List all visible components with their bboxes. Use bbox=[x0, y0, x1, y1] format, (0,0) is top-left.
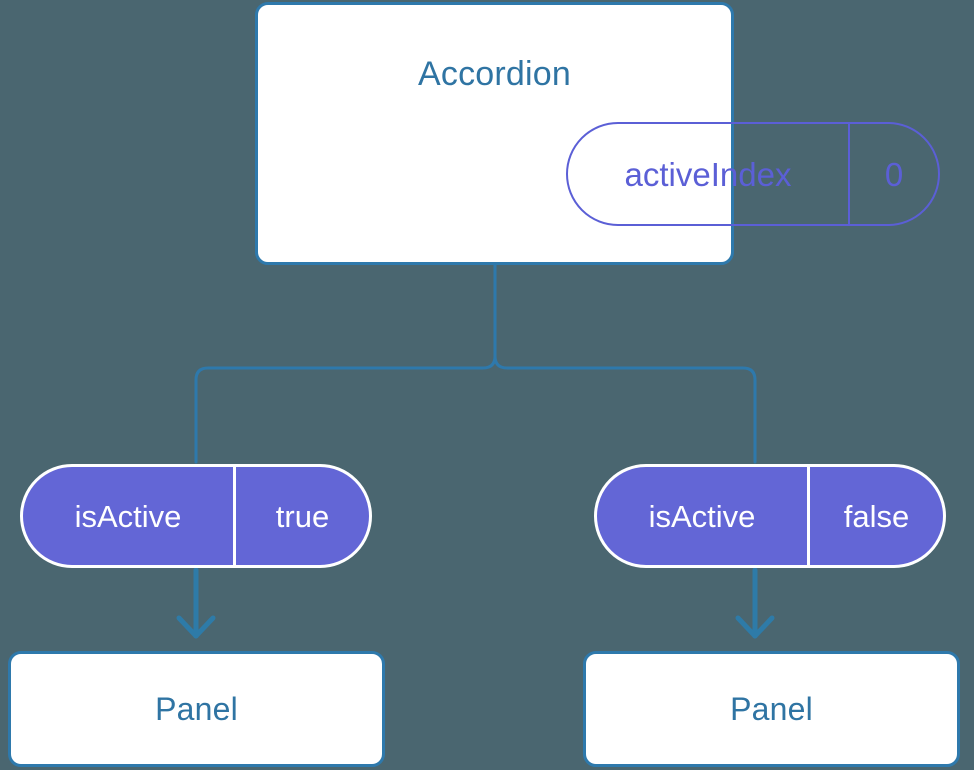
state-pill-active-index[interactable]: activeIndex 0 bbox=[566, 122, 940, 226]
accordion-title: Accordion bbox=[418, 55, 571, 93]
arrow-down-icon-left bbox=[176, 567, 216, 639]
panel-component-card-left[interactable]: Panel bbox=[8, 651, 385, 767]
prop-pill-value: false bbox=[843, 498, 910, 534]
accordion-component-card[interactable]: Accordion activeIndex 0 bbox=[255, 2, 940, 265]
branch-connector-path bbox=[194, 263, 497, 464]
prop-pill-is-active-false[interactable]: isActive false bbox=[594, 464, 946, 568]
prop-pill-key: isActive bbox=[597, 467, 810, 565]
state-pill-value: 0 bbox=[884, 155, 904, 193]
panel-component-card-right[interactable]: Panel bbox=[583, 651, 960, 767]
prop-pill-key: isActive bbox=[23, 467, 236, 565]
prop-pill-value: true bbox=[275, 498, 330, 534]
prop-pill-is-active-true[interactable]: isActive true bbox=[20, 464, 372, 568]
state-pill-key: activeIndex bbox=[568, 124, 850, 224]
panel-title: Panel bbox=[155, 691, 238, 727]
arrow-down-icon-right bbox=[735, 567, 775, 639]
panel-title: Panel bbox=[730, 691, 813, 727]
branch-connector-path-right bbox=[493, 263, 757, 464]
